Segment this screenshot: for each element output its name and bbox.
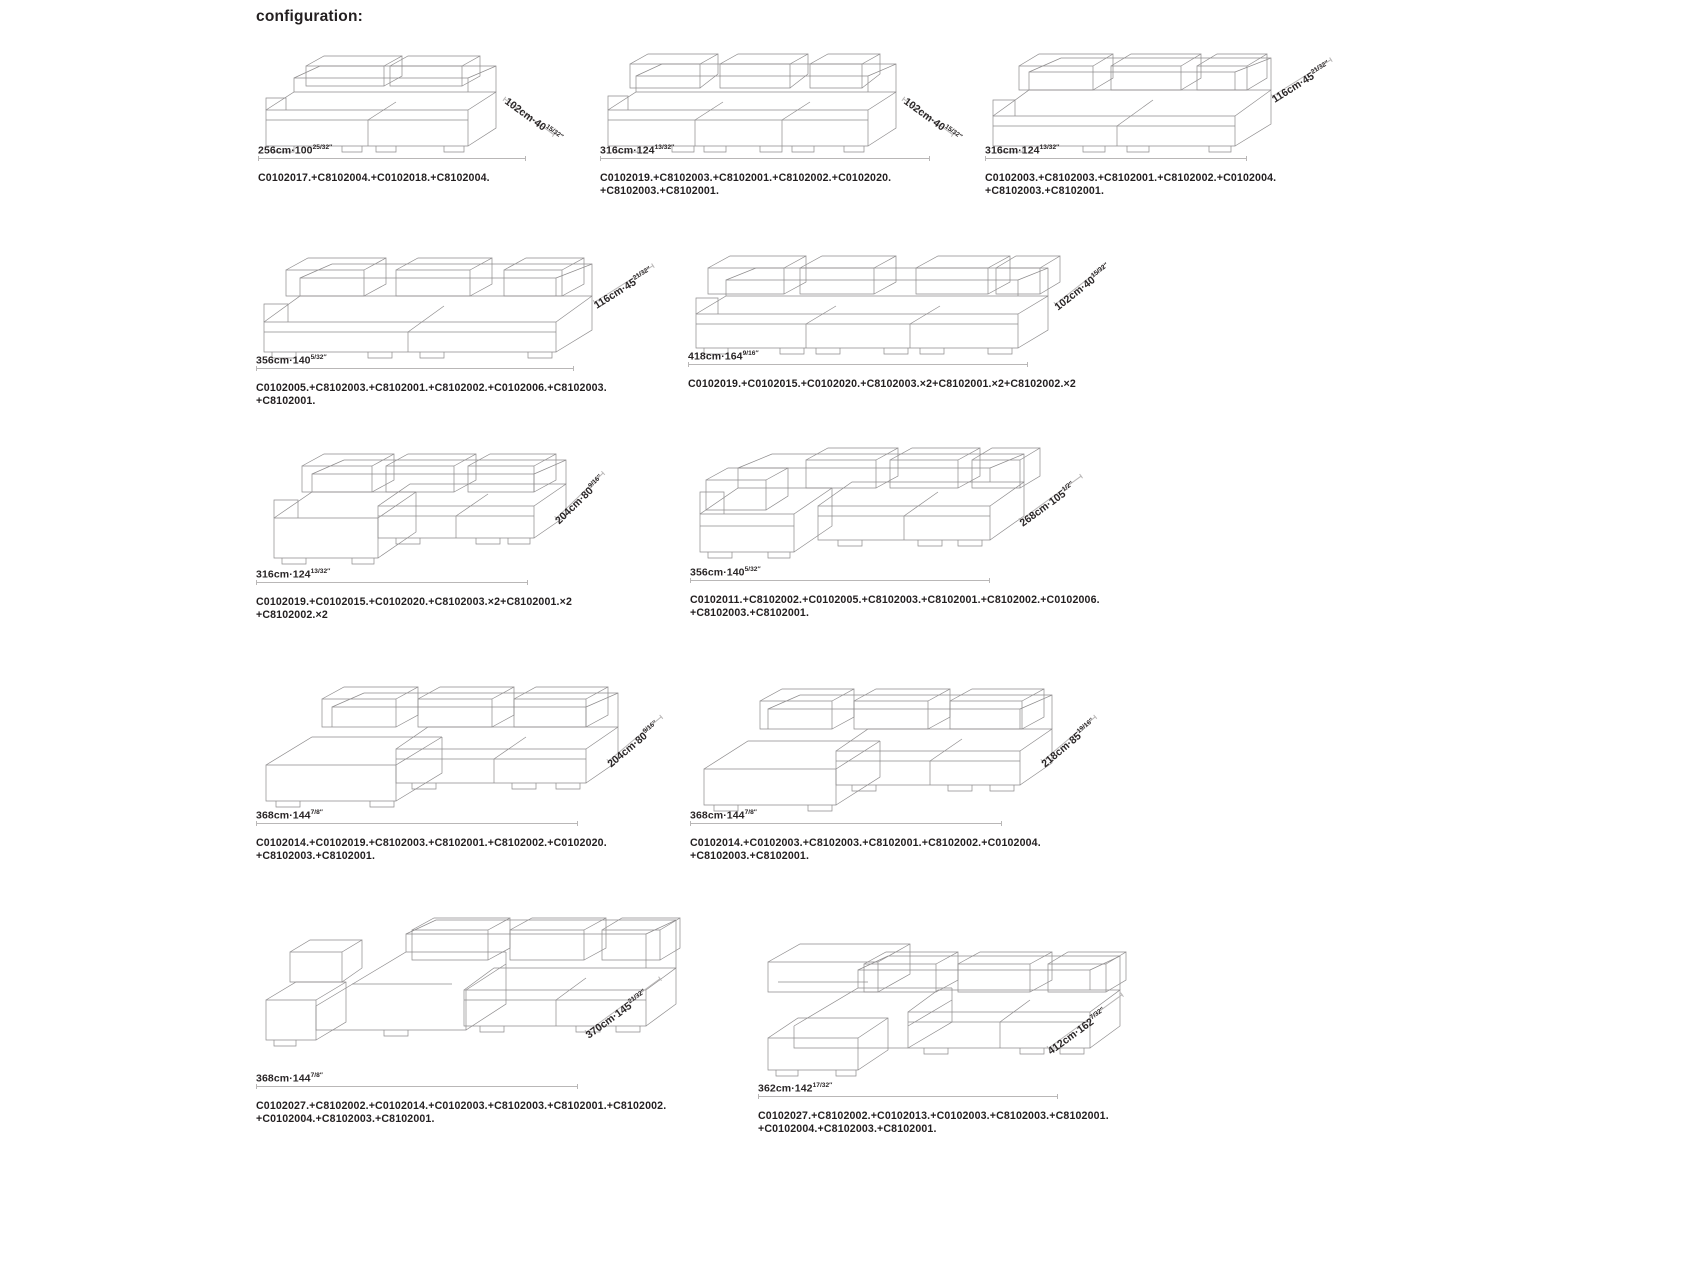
width-dimension-8: 368cm·1447/8″ [256,809,323,822]
width-dimension-5: 418cm·1649/16″ [688,350,759,363]
code-list-11: C0102027.+C8102002.+C0102013.+C0102003.+… [758,1110,1109,1136]
width-dimension-9: 368cm·1447/8″ [690,809,757,822]
sofa-drawing-5 [688,248,1148,368]
width-rule-10 [256,1084,578,1089]
width-rule-8 [256,821,578,826]
sofa-drawing-2 [600,48,960,158]
width-dimension-2: 316cm·12413/32″ [600,144,675,157]
width-rule-3 [985,156,1247,161]
width-rule-5 [688,362,1028,367]
page-title: configuration: [256,8,363,25]
code-list-9: C0102014.+C0102003.+C8102003.+C8102001.+… [690,837,1041,863]
sofa-drawing-3 [985,48,1345,158]
sofa-drawing-9 [690,665,1100,825]
sofa-drawing-1 [256,48,556,158]
sofa-drawing-8 [256,665,666,825]
width-dimension-11: 362cm·14217/32″ [758,1082,833,1095]
width-rule-1 [258,156,526,161]
configuration-item-9: 368cm·1447/8″ 218cm·8519/16″ C0102014.+C… [690,665,1120,865]
width-rule-4 [256,366,574,371]
width-dimension-6: 316cm·12413/32″ [256,568,331,581]
sofa-drawing-6 [256,440,656,585]
configuration-item-8: 368cm·1447/8″ 204cm·809/16″ C0102014.+C0… [256,665,686,865]
code-list-3: C0102003.+C8102003.+C8102001.+C8102002.+… [985,172,1277,198]
sofa-drawing-10 [256,890,696,1085]
width-dimension-4: 356cm·1405/32″ [256,354,327,367]
sofa-drawing-11 [758,930,1198,1095]
code-list-5: C0102019.+C0102015.+C0102020.+C8102003.×… [688,378,1076,390]
code-list-10: C0102027.+C8102002.+C0102014.+C0102003.+… [256,1100,667,1126]
width-rule-11 [758,1094,1058,1099]
configuration-item-3: 316cm·12413/32″ 116cm·4521/32″ C0102003.… [985,48,1345,208]
configuration-item-11: 362cm·14217/32″ 412cm·1627/32″ C0102027.… [758,930,1208,1135]
code-list-1: C0102017.+C8102004.+C0102018.+C8102004. [258,172,490,184]
configuration-item-2: 316cm·12413/32″ 102cm·4015/32″ C0102019.… [600,48,963,208]
code-list-8: C0102014.+C0102019.+C8102003.+C8102001.+… [256,837,607,863]
configuration-item-7: 356cm·1405/32″ 268cm·1051/2″ C0102011.+C… [690,430,1150,630]
configuration-item-5: 418cm·1649/16″ 102cm·4015/32″ C0102019.+… [688,248,1168,418]
width-rule-6 [256,580,528,585]
width-rule-2 [600,156,930,161]
configuration-item-1: 256cm·10025/32″ 102cm·4015/32″ C0102017.… [256,48,564,188]
configuration-item-10: 368cm·1447/8″ 370cm·14521/32″ C0102027.+… [256,890,706,1130]
width-dimension-3: 316cm·12413/32″ [985,144,1060,157]
sofa-drawing-7 [690,430,1130,585]
width-dimension-7: 356cm·1405/32″ [690,566,761,579]
width-dimension-10: 368cm·1447/8″ [256,1072,323,1085]
width-rule-9 [690,821,1002,826]
code-list-4: C0102005.+C8102003.+C8102001.+C8102002.+… [256,382,607,408]
code-list-6: C0102019.+C0102015.+C0102020.+C8102003.×… [256,596,573,622]
sofa-drawing-4 [256,248,656,368]
configuration-item-6: 316cm·12413/32″ 204cm·809/16″ C0102019.+… [256,440,676,630]
code-list-2: C0102019.+C8102003.+C8102001.+C8102002.+… [600,172,892,198]
width-rule-7 [690,578,990,583]
width-dimension-1: 256cm·10025/32″ [258,144,333,157]
code-list-7: C0102011.+C8102002.+C0102005.+C8102003.+… [690,594,1100,620]
configuration-item-4: 356cm·1405/32″ 116cm·4521/32″ C0102005.+… [256,248,676,418]
